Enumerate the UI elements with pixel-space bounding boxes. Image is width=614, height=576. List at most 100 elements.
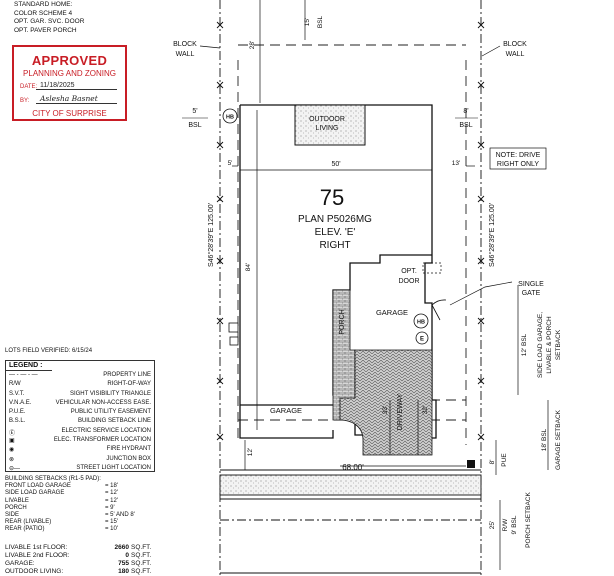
- bsl-left: BSL: [188, 122, 201, 129]
- legend-row: — - — - —PROPERTY LINE: [6, 371, 154, 380]
- hb-label: HB: [417, 320, 425, 326]
- fire-hydrant-icon: ◉: [9, 447, 15, 454]
- setback-value: = 5' AND 8': [105, 512, 135, 519]
- area-unit: SQ.FT.: [131, 568, 152, 575]
- legend-key: S.V.T.: [9, 390, 25, 397]
- note-drive: RIGHT ONLY: [497, 161, 539, 168]
- opt-door-label: OPT.: [401, 268, 417, 275]
- porch-setback-label: PORCH SETBACK: [525, 492, 532, 548]
- note-line: COLOR SCHEME 4: [14, 9, 73, 17]
- porch-label: PORCH: [339, 309, 346, 334]
- dim-rear-28: 28': [249, 41, 256, 49]
- legend-value: ELECTRIC SERVICE LOCATION: [61, 427, 151, 434]
- street-light-icon: ⊖—: [9, 465, 21, 472]
- driveway-pavers: [339, 349, 433, 456]
- legend-value: ELEC. TRANSFORMER LOCATION: [53, 437, 151, 444]
- bsl-18-label: 18' BSL: [541, 428, 548, 451]
- bsl-right: 8': [463, 108, 468, 115]
- stamp-by-row: BY: Aslesha Basnet: [20, 94, 117, 104]
- setback-value: = 12': [105, 497, 118, 504]
- hb-label: HB: [226, 115, 234, 121]
- legend-value: FIRE HYDRANT: [106, 446, 151, 453]
- gate-symbol: [431, 299, 447, 321]
- note-line: STANDARD HOME:: [14, 1, 73, 8]
- setback-value: = 10': [105, 526, 118, 533]
- legend-key: — - — - —: [9, 372, 38, 378]
- dim-frontage: 68.00': [342, 463, 364, 472]
- transformer-icon: [228, 322, 239, 333]
- dim-32: 32': [422, 406, 429, 414]
- setback-key: REAR (LIVABLE): [5, 519, 52, 526]
- side-load-setback-label: SIDE LOAD GARAGE,: [537, 312, 544, 378]
- transformer-icon: ▣: [9, 438, 15, 445]
- legend-key: P.U.E.: [9, 409, 26, 416]
- bsl-left: 5': [192, 108, 197, 115]
- block-wall-left: WALL: [176, 51, 195, 58]
- setback-key: FRONT LOAD GARAGE: [5, 483, 71, 490]
- area-unit: SQ.FT.: [131, 544, 152, 551]
- area-key: LIVABLE 2nd FLOOR:: [5, 552, 70, 559]
- building-setbacks: BUILDING SETBACKS (R1-5 PAD): FRONT LOAD…: [5, 476, 155, 534]
- side-load-setback-label: SETBACK: [555, 329, 562, 360]
- setback-row: FRONT LOAD GARAGE = 18': [5, 483, 155, 490]
- dim-width-50: 50': [331, 161, 340, 168]
- legend-row: ◉ FIRE HYDRANT: [6, 445, 154, 454]
- dim-pue-8: 8': [489, 460, 496, 465]
- bsl-12-label: 12' BSL: [521, 333, 528, 356]
- pue-label: PUE: [501, 453, 508, 467]
- outdoor-living-area: [294, 104, 366, 146]
- setback-key: REAR (PATIO): [5, 526, 45, 533]
- setback-key: LIVABLE: [5, 497, 29, 504]
- block-wall-right: WALL: [506, 51, 525, 58]
- legend-key: B.S.L.: [9, 418, 26, 425]
- hb-icon: [222, 108, 238, 124]
- block-wall-marks: [216, 21, 485, 441]
- legend-value: SIGHT VISIBILITY TRIANGLE: [69, 390, 151, 397]
- setbacks-title: BUILDING SETBACKS (R1-5 PAD):: [5, 476, 101, 482]
- home-notes: STANDARD HOME: COLOR SCHEME 4 OPT. GAR. …: [14, 1, 84, 35]
- garage-upper-label: GARAGE: [376, 308, 408, 317]
- junction-box-icon: [229, 336, 239, 346]
- hb-icon: [413, 313, 429, 329]
- opt-door-label: DOOR: [399, 278, 420, 285]
- electric-service-icon: Ⓔ: [9, 430, 16, 437]
- legend-row: P.U.E.PUBLIC UTILITY EASEMENT: [6, 408, 154, 417]
- area-unit: SQ.FT.: [131, 552, 152, 559]
- bsl-9-label: 9' BSL: [511, 515, 518, 534]
- note-line: OPT. GAR. SVC. DOOR: [14, 18, 85, 25]
- approval-stamp: APPROVED PLANNING AND ZONING DATE: 11/18…: [12, 45, 127, 121]
- setback-row: PORCH= 9': [5, 505, 155, 512]
- setback-value: = 15': [105, 519, 118, 526]
- legend-row: V.N.A.E.VEHICULAR NON-ACCESS EASE.: [6, 399, 154, 408]
- setback-value: = 9': [105, 504, 115, 511]
- area-value: 2660: [114, 544, 129, 551]
- elevation: ELEV. 'E': [315, 227, 356, 238]
- stamp-by-label: BY:: [20, 98, 30, 104]
- area-value: 755: [118, 560, 129, 567]
- stamp-title: APPROVED: [31, 53, 108, 68]
- dim-side-5: 5': [228, 160, 233, 167]
- junction-box-icon: ⊗: [9, 456, 15, 463]
- rw-label: R/W: [502, 518, 509, 532]
- setback-row: LIVABLE = 12': [5, 498, 155, 505]
- single-gate-label: GATE: [522, 290, 541, 297]
- setback-value: = 18': [105, 483, 118, 490]
- lot-number: 75: [320, 185, 344, 210]
- area-unit: SQ.FT.: [131, 560, 152, 567]
- area-key: GARAGE:: [5, 560, 35, 567]
- single-gate-label: SINGLE: [518, 281, 544, 288]
- legend-title: LEGEND :: [6, 361, 52, 371]
- outdoor-living-label: LIVING: [316, 125, 339, 132]
- side-load-setback-label: LIVABLE & PORCH: [546, 316, 553, 374]
- legend-key: V.N.A.E.: [9, 399, 32, 406]
- note-drive-box: [489, 147, 547, 170]
- dim-top-15: 15': [304, 18, 311, 26]
- opt-door-box: [422, 262, 442, 274]
- area-key: OUTDOOR LIVING:: [5, 568, 64, 575]
- dim-depth-84: 84': [245, 263, 252, 271]
- lots-verified: LOTS FIELD VERIFIED: 6/15/24: [5, 348, 93, 354]
